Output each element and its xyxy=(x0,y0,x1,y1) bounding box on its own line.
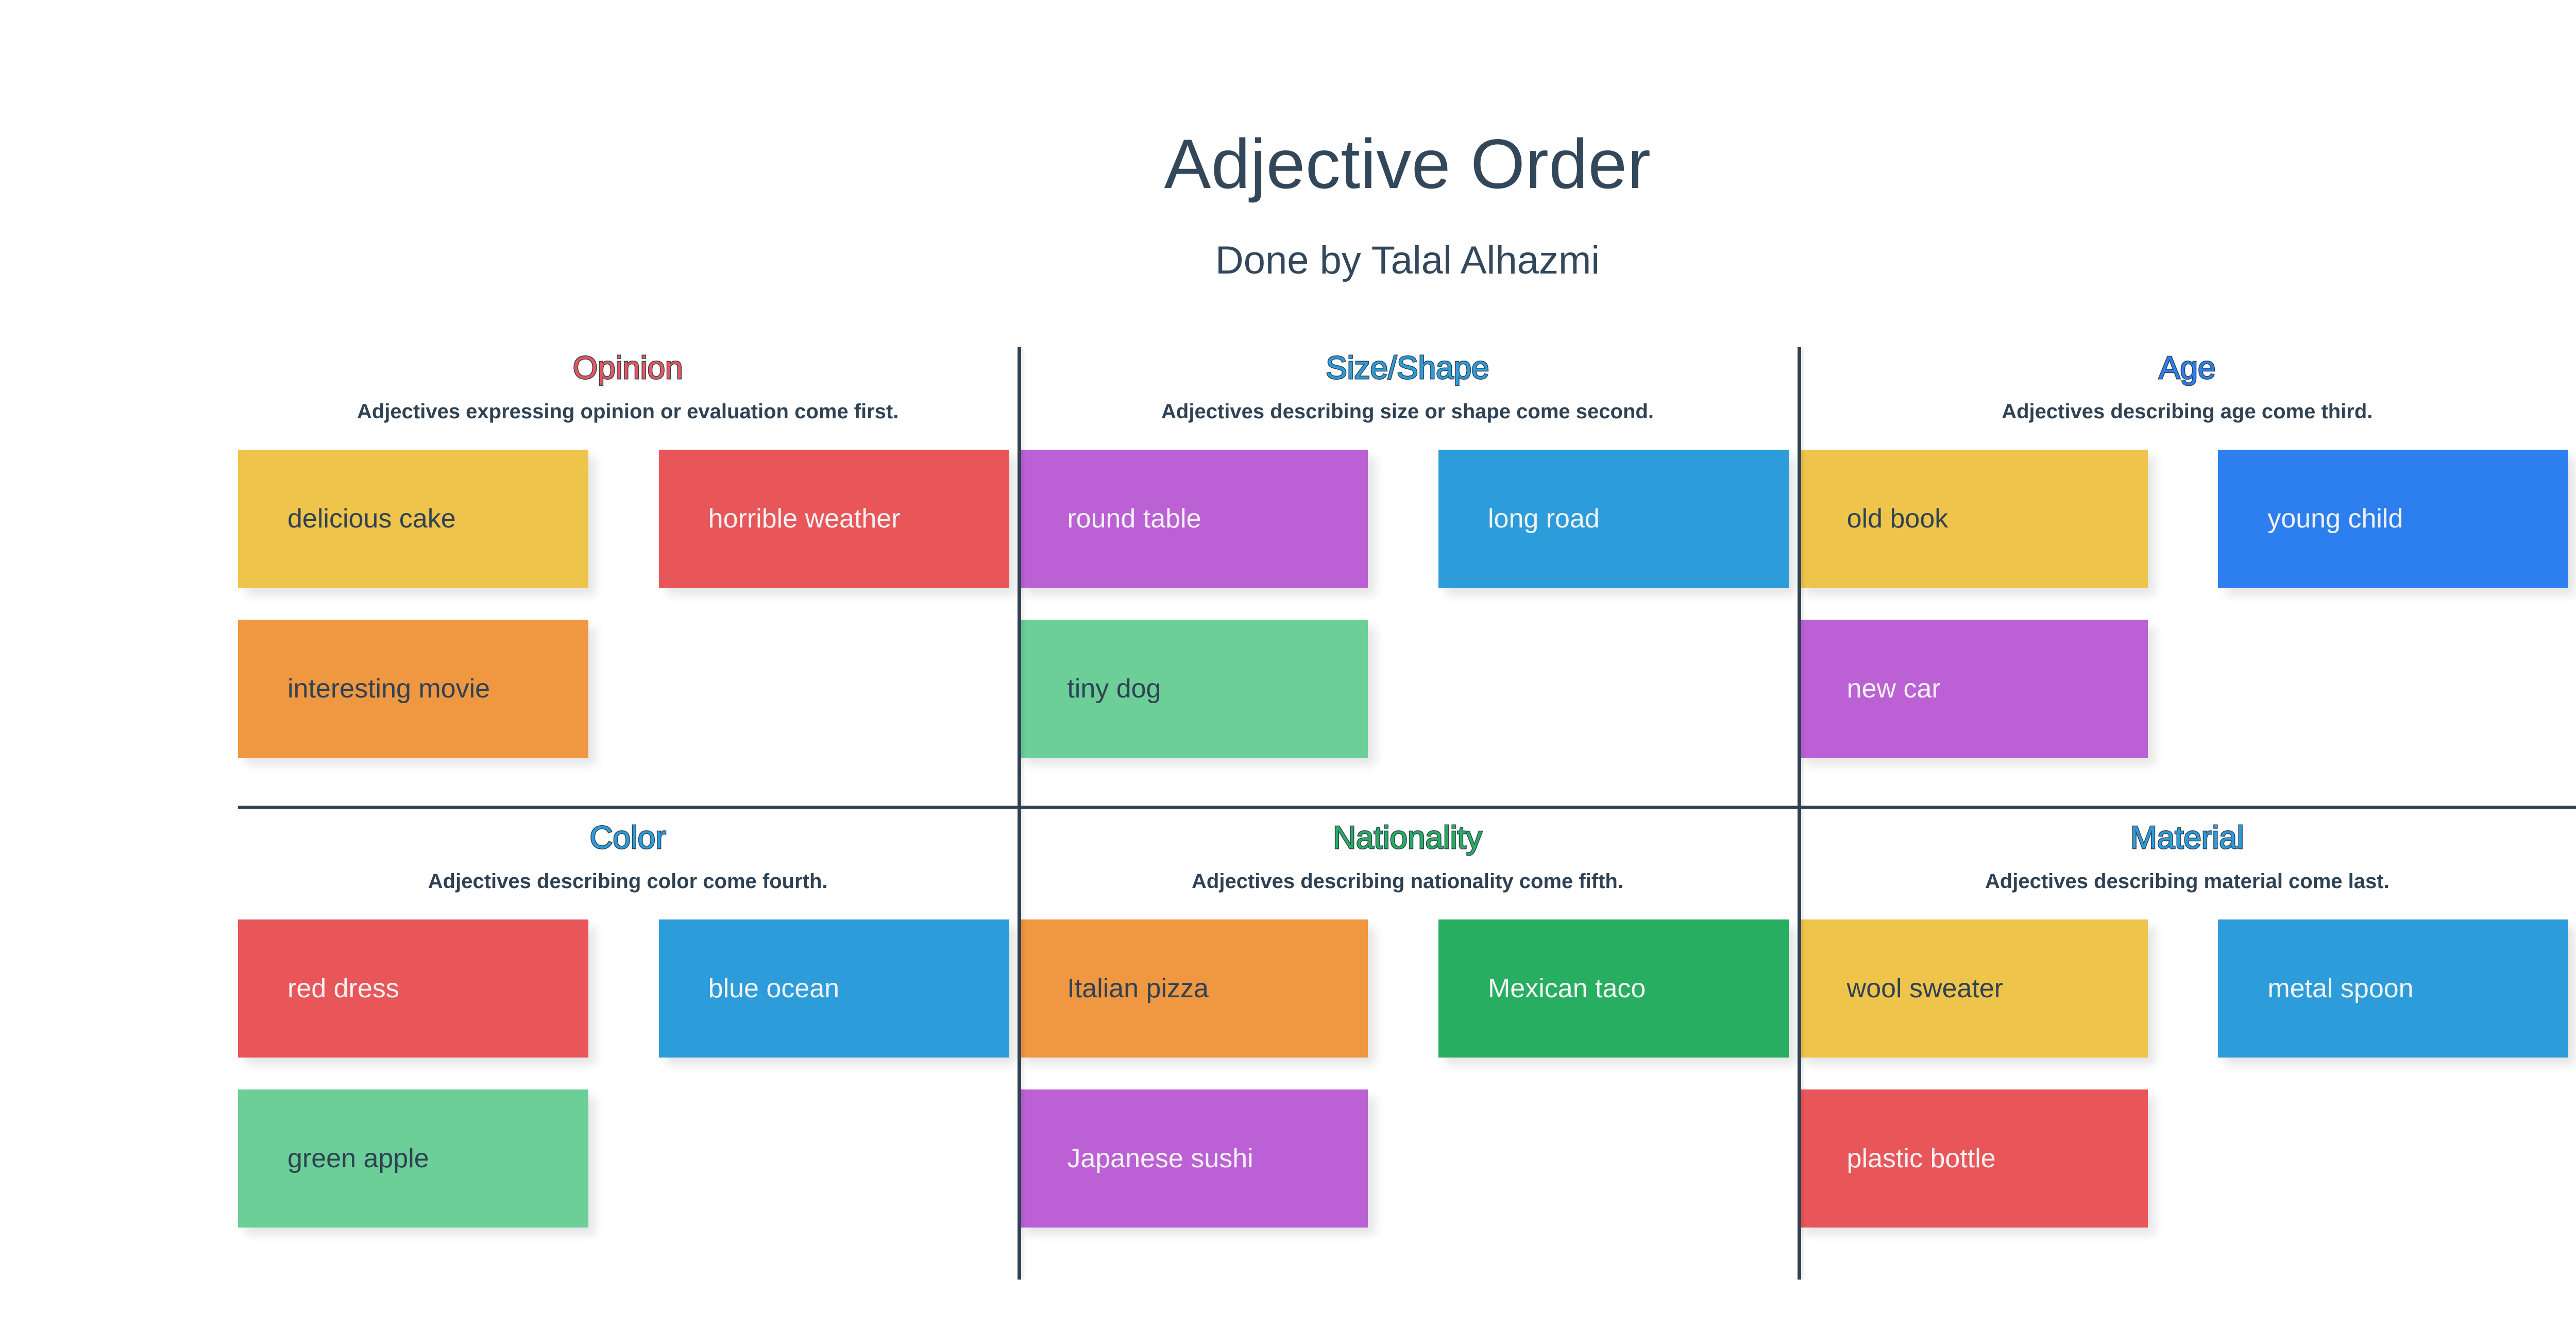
row-divider xyxy=(238,806,2576,809)
adjective-card[interactable]: long road xyxy=(1438,450,1789,588)
card-slot: red dress xyxy=(238,919,628,1058)
card-list-opinion: delicious cake horrible weather interest… xyxy=(238,423,1018,790)
page-subtitle: Done by Talal Alhazmi xyxy=(1215,238,1600,282)
card-slot: long road xyxy=(1408,450,1798,588)
category-title-opinion: Opinion xyxy=(572,350,684,386)
category-title-age: Age xyxy=(2158,350,2216,386)
adjective-card[interactable]: green apple xyxy=(238,1089,588,1228)
card-slot: Italian pizza xyxy=(1018,919,1408,1058)
poster-header: Adjective Order Done by Talal Alhazmi xyxy=(0,0,2576,280)
card-slot: delicious cake xyxy=(238,450,628,588)
category-title-size-shape: Size/Shape xyxy=(1325,350,1490,386)
card-slot: old book xyxy=(1797,450,2188,588)
adjective-card[interactable]: blue ocean xyxy=(658,919,1009,1058)
card-list-nationality: Italian pizza Mexican taco Japanese sush… xyxy=(1018,893,1797,1259)
category-description-color: Adjectives describing color come fourth. xyxy=(428,870,828,893)
category-description-opinion: Adjectives expressing opinion or evaluat… xyxy=(357,400,899,423)
category-cell-age: Age Adjectives describing age come third… xyxy=(1797,347,2576,806)
category-description-size-shape: Adjectives describing size or shape come… xyxy=(1161,400,1654,423)
category-title-material: Material xyxy=(2130,820,2245,856)
category-cell-opinion: Opinion Adjectives expressing opinion or… xyxy=(238,347,1018,806)
card-slot: wool sweater xyxy=(1797,919,2188,1058)
card-slot: round table xyxy=(1018,450,1408,588)
adjective-card[interactable]: delicious cake xyxy=(238,450,588,588)
adjective-card[interactable]: Japanese sushi xyxy=(1018,1089,1368,1228)
card-list-age: old book young child new car xyxy=(1797,423,2576,790)
category-description-nationality: Adjectives describing nationality come f… xyxy=(1192,870,1623,893)
category-row-bottom: Color Adjectives describing color come f… xyxy=(238,817,2576,1275)
card-list-size-shape: round table long road tiny dog xyxy=(1018,423,1797,790)
category-row-top: Opinion Adjectives expressing opinion or… xyxy=(238,347,2576,806)
category-title-color: Color xyxy=(589,820,667,856)
category-description-material: Adjectives describing material come last… xyxy=(1985,870,2389,893)
card-list-material: wool sweater metal spoon plastic bottle xyxy=(1797,893,2576,1259)
category-cell-material: Material Adjectives describing material … xyxy=(1797,817,2576,1275)
adjective-card[interactable]: round table xyxy=(1018,450,1368,588)
adjective-card[interactable]: red dress xyxy=(238,919,588,1058)
card-slot: horrible weather xyxy=(628,450,1018,588)
adjective-card[interactable]: old book xyxy=(1797,450,2148,588)
adjective-card[interactable]: metal spoon xyxy=(2218,919,2569,1058)
category-description-age: Adjectives describing age come third. xyxy=(2002,400,2373,423)
adjective-card[interactable]: new car xyxy=(1797,620,2148,758)
adjective-card[interactable]: interesting movie xyxy=(238,620,588,758)
adjective-card[interactable]: plastic bottle xyxy=(1797,1089,2148,1228)
card-slot: new car xyxy=(1797,620,2188,758)
column-divider-left xyxy=(1018,347,1022,1280)
category-grid: Opinion Adjectives expressing opinion or… xyxy=(238,347,2576,1280)
adjective-card[interactable]: young child xyxy=(2218,450,2569,588)
column-divider-right xyxy=(1797,347,1801,1280)
card-slot: young child xyxy=(2187,450,2576,588)
card-list-color: red dress blue ocean green apple xyxy=(238,893,1018,1259)
card-slot: Japanese sushi xyxy=(1018,1089,1408,1228)
category-cell-nationality: Nationality Adjectives describing nation… xyxy=(1018,817,1797,1275)
card-slot: plastic bottle xyxy=(1797,1089,2188,1228)
category-title-nationality: Nationality xyxy=(1332,820,1483,856)
adjective-card[interactable]: Italian pizza xyxy=(1018,919,1368,1058)
adjective-card[interactable]: Mexican taco xyxy=(1438,919,1789,1058)
page-title: Adjective Order xyxy=(1164,125,1651,203)
card-slot: blue ocean xyxy=(628,919,1018,1058)
card-slot: green apple xyxy=(238,1089,628,1228)
category-cell-color: Color Adjectives describing color come f… xyxy=(238,817,1018,1275)
card-slot: tiny dog xyxy=(1018,620,1408,758)
card-slot: metal spoon xyxy=(2187,919,2576,1058)
card-slot: interesting movie xyxy=(238,620,628,758)
adjective-card[interactable]: horrible weather xyxy=(658,450,1009,588)
card-slot: Mexican taco xyxy=(1408,919,1798,1058)
adjective-card[interactable]: wool sweater xyxy=(1797,919,2148,1058)
category-cell-size-shape: Size/Shape Adjectives describing size or… xyxy=(1018,347,1797,806)
adjective-card[interactable]: tiny dog xyxy=(1018,620,1368,758)
